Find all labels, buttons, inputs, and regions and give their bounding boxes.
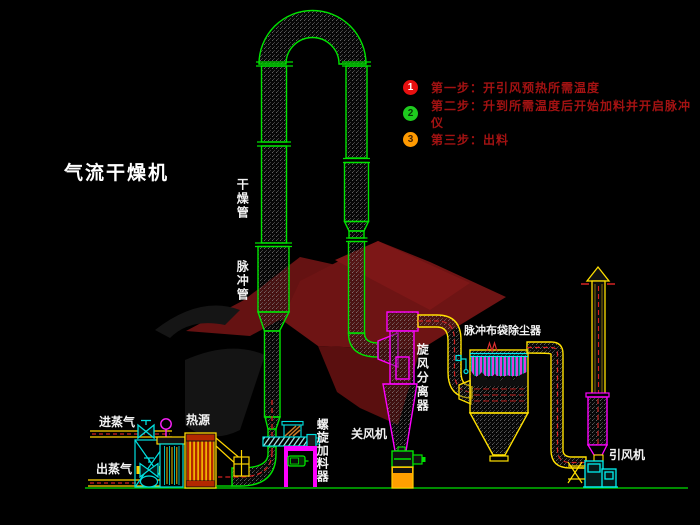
cyclone-top-box [386, 311, 419, 332]
step-row-1: 1 第一步：开引风预热所需温度 [403, 80, 700, 95]
cyclone-vortex-tube [395, 356, 410, 380]
label-steam-in: 进蒸气 [99, 415, 136, 429]
induced-draft-fan [583, 460, 618, 488]
step-1-text: 第一步：开引风预热所需温度 [431, 81, 601, 95]
draft-fan-stack [567, 265, 618, 488]
cyclone-separator [377, 311, 419, 452]
steam-inlet-valve [137, 419, 155, 440]
bag-filter-cone [468, 412, 530, 456]
step-row-3: 3 第三步：出料 [403, 132, 700, 147]
pulse-valve [455, 354, 469, 375]
step-3-badge: 3 [403, 132, 418, 147]
drying-pipe-lower [260, 145, 288, 244]
right-reducer [343, 220, 370, 232]
pipe-top-bend [258, 9, 367, 65]
feeder-stand [284, 446, 317, 487]
label-heat-source: 热源 [186, 413, 211, 427]
step-2-text: 第二步：升到所需温度后开始加料并开启脉冲仪 [431, 98, 692, 130]
bag-dust-collector [455, 340, 587, 469]
label-screw-feeder: 螺旋加料器 [315, 418, 330, 483]
right-pipe-neck [348, 230, 365, 239]
pulse-spring [486, 340, 498, 354]
pipe-flanges [255, 61, 371, 248]
silencer [587, 396, 608, 446]
label-cyclone: 旋风分离器 [415, 343, 430, 413]
drying-pipe-upper [260, 65, 288, 143]
label-rotary-valve: 关风机 [351, 427, 388, 441]
screw-tube [262, 436, 308, 447]
heat-source-unit [184, 432, 250, 489]
pulse-pipe-section [257, 245, 290, 313]
bag-filter-outlet-pipe [526, 341, 587, 469]
cyclone-outlet-pipe [417, 314, 473, 405]
fan-inlet [567, 461, 585, 484]
step-1-badge: 1 [403, 80, 418, 95]
right-pipe-lower [347, 240, 366, 335]
label-steam-out: 出蒸气 [96, 462, 133, 476]
bag-filter-inlet-wedge [458, 379, 472, 405]
pressure-gauge [160, 418, 172, 437]
step-3-text: 第三步：出料 [431, 133, 510, 147]
discharge-bucket [391, 466, 414, 489]
screw-feeder-unit [262, 420, 320, 487]
step-row-2: 2 第二步：升到所需温度后开始加料并开启脉冲仪 [403, 99, 700, 130]
steam-tube-bundle [156, 436, 186, 488]
heater-outlet-duct [215, 437, 250, 477]
right-pipe-upper [345, 65, 368, 159]
page-title: 气流干燥机 [64, 163, 170, 184]
filter-bags [471, 357, 527, 376]
right-pipe-mid [343, 161, 370, 223]
feeder-motor [287, 455, 309, 467]
label-bag-filter: 脉冲布袋除尘器 [464, 325, 541, 337]
main-u-pipe [231, 9, 379, 487]
valve-flange-left [136, 466, 140, 474]
step-2-badge: 2 [403, 106, 418, 121]
stack-cap [585, 265, 611, 282]
label-pulse-pipe: 脉冲管 [235, 260, 250, 302]
steam-unit [88, 418, 186, 488]
procedure-steps: 1 第一步：开引风预热所需温度 2 第二步：升到所需温度后开始加料并开启脉冲仪 … [403, 80, 700, 158]
label-drying-pipe: 干燥管 [235, 178, 250, 220]
label-draft-fan: 引风机 [609, 448, 646, 462]
